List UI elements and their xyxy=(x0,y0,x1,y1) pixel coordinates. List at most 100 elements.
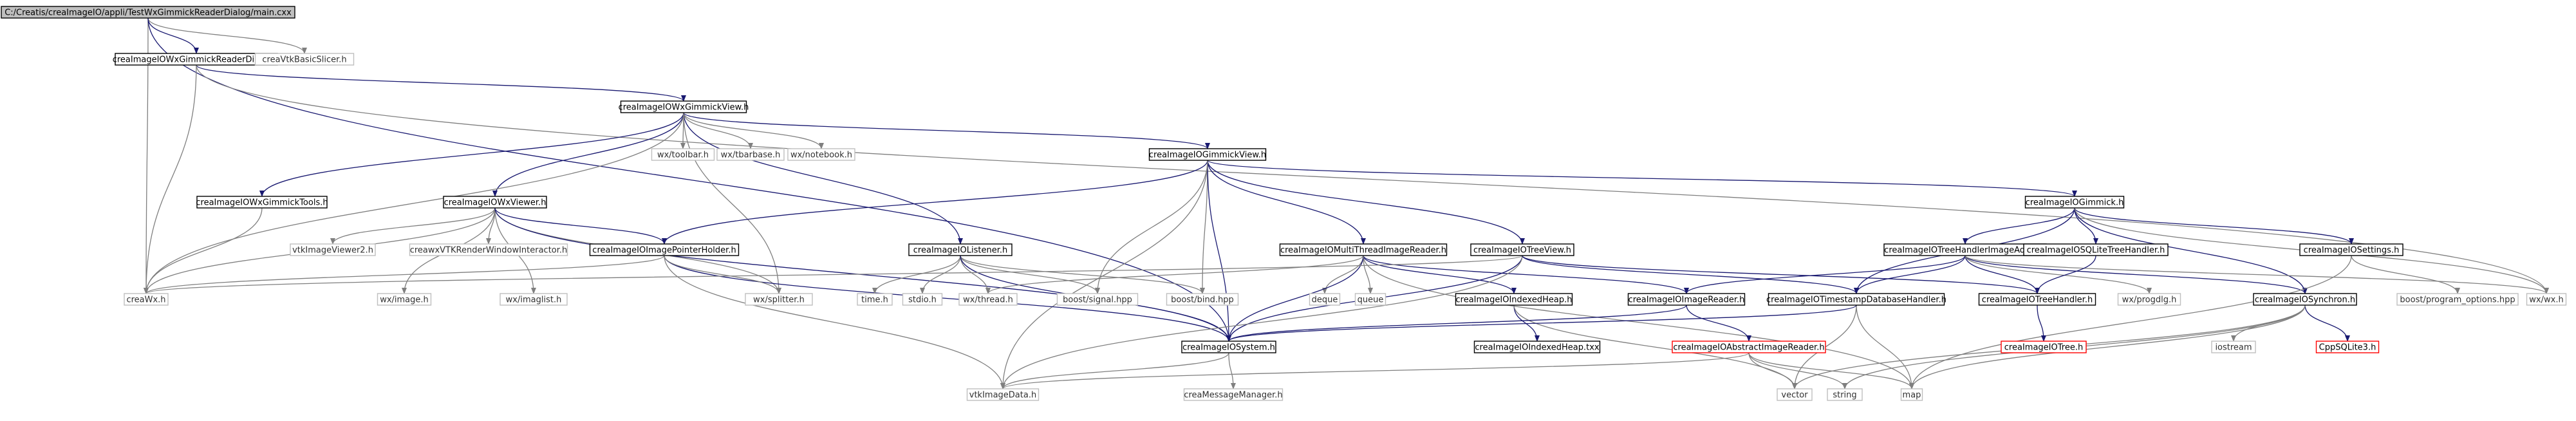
node-synchron[interactable]: creaImageIOSynchron.h xyxy=(2253,293,2357,306)
node-wxgimmicktools[interactable]: creaImageIOWxGimmickTools.h xyxy=(196,196,328,209)
node-box-time xyxy=(857,293,893,306)
node-string: string xyxy=(1827,388,1863,401)
node-box-progdlg xyxy=(2117,293,2181,306)
node-gimmickview[interactable]: creaImageIOGimmickView.h xyxy=(1148,148,1267,161)
node-treehandleradder[interactable]: creaImageIOTreeHandlerImageAdder.h xyxy=(1883,243,2047,256)
node-label-imageviewer2: vtkImageViewer2.h xyxy=(292,246,373,256)
edge-settings-to-map xyxy=(1909,255,2352,389)
node-label-wxgimmickview: creaImageIOWxGimmickView.h xyxy=(619,103,749,113)
node-label-bind: boost/bind.hpp xyxy=(1171,295,1234,305)
node-box-map xyxy=(1900,388,1923,401)
node-box-treeview xyxy=(1470,243,1574,256)
node-label-indexedheaptxx: creaImageIOIndexedHeap.txx xyxy=(1475,343,1600,353)
node-indexedheap[interactable]: creaImageIOIndexedHeap.h xyxy=(1455,293,1573,306)
node-wxgimmickview[interactable]: creaImageIOWxGimmickView.h xyxy=(619,100,749,113)
node-vtkimagedata: vtkImageData.h xyxy=(966,388,1040,401)
edge-main-to-basicslicer xyxy=(147,17,307,54)
node-timestampdb[interactable]: creaImageIOTimestampDatabaseHandler.h xyxy=(1766,293,1946,306)
node-time: time.h xyxy=(857,293,893,306)
node-label-progdlg: wx/progdlg.h xyxy=(2122,295,2177,305)
edge-abstractreader-to-string xyxy=(1748,352,1847,389)
node-label-wximage: wx/image.h xyxy=(380,295,429,305)
edge-multithread-to-imagereader xyxy=(1363,255,1689,294)
node-wxviewer[interactable]: creaImageIOWxViewer.h xyxy=(443,196,547,209)
node-label-dialog_h: creaImageIOWxGimmickReaderDialog.h xyxy=(113,55,281,65)
node-abstractreader[interactable]: creaImageIOAbstractImageReader.h xyxy=(1672,341,1826,353)
node-label-indexedheap: creaImageIOIndexedHeap.h xyxy=(1456,295,1573,305)
node-label-main: C:/Creatis/creaImageIO/appli/TestWxGimmi… xyxy=(5,8,292,18)
edge-timestampdb-to-system xyxy=(1226,304,1857,342)
node-box-basicslicer xyxy=(254,53,355,66)
node-creawx: creaWx.h xyxy=(124,293,169,306)
node-label-vector: vector xyxy=(1781,391,1808,400)
node-label-thread: wx/thread.h xyxy=(963,295,1013,305)
edge-gimmickview-to-system xyxy=(1207,160,1231,342)
node-box-imageviewer2 xyxy=(290,243,376,256)
edge-synchron-to-cppsqlite xyxy=(2304,304,2350,342)
edge-gimmick-to-treehandleradder xyxy=(1963,207,2075,245)
edge-multithread-to-deque xyxy=(1322,255,1364,294)
node-box-wxwx xyxy=(2526,293,2567,306)
edge-listener-to-time xyxy=(872,255,961,294)
node-settings[interactable]: creaImageIOSettings.h xyxy=(2299,243,2403,256)
node-label-treehandler: creaImageIOTreeHandler.h xyxy=(1982,295,2093,305)
node-wximage: wx/image.h xyxy=(377,293,432,306)
node-label-signal: boost/signal.hpp xyxy=(1063,295,1132,305)
edge-treehandleradder-to-wxwx xyxy=(1965,255,2549,294)
node-label-treeview: creaImageIOTreeView.h xyxy=(1473,246,1571,256)
node-box-programoptions xyxy=(2396,293,2519,306)
node-gimmick[interactable]: creaImageIOGimmick.h xyxy=(2024,196,2125,209)
edge-wxgimmickview-to-wxviewer xyxy=(492,112,684,197)
node-box-listener xyxy=(908,243,1013,256)
edge-abstractreader-to-vtkimagedata xyxy=(1000,352,1750,389)
edge-treehandleradder-to-synchron xyxy=(1965,255,2308,294)
node-programoptions: boost/program_options.hpp xyxy=(2396,293,2519,306)
node-pointerholder[interactable]: creaImageIOImagePointerHolder.h xyxy=(589,243,740,256)
node-dialog_h[interactable]: creaImageIOWxGimmickReaderDialog.h xyxy=(113,53,281,66)
node-queue: queue xyxy=(1354,293,1386,306)
node-box-vtkrwi xyxy=(409,243,568,256)
node-main[interactable]: C:/Creatis/creaImageIO/appli/TestWxGimmi… xyxy=(1,6,295,19)
edge-imagereader-to-system xyxy=(1226,304,1687,342)
node-label-deque: deque xyxy=(1312,295,1338,305)
node-toolbar: wx/toolbar.h xyxy=(651,148,715,161)
node-box-vtkimagedata xyxy=(966,388,1040,401)
node-signal: boost/signal.hpp xyxy=(1056,293,1139,306)
node-tree[interactable]: creaImageIOTree.h xyxy=(2001,341,2087,353)
node-thread: wx/thread.h xyxy=(958,293,1018,306)
node-box-settings xyxy=(2299,243,2403,256)
node-label-multithread: creaImageIOMultiThreadImageReader.h xyxy=(1280,246,1446,256)
edge-wxgimmicktools-to-creawx xyxy=(144,207,263,294)
edge-treeview-to-treehandler xyxy=(1522,255,2040,294)
node-tbarbase: wx/tbarbase.h xyxy=(716,148,785,161)
node-progdlg: wx/progdlg.h xyxy=(2117,293,2181,306)
node-imagereader[interactable]: creaImageIOImageReader.h xyxy=(1627,293,1746,306)
node-box-imagereader xyxy=(1627,293,1746,306)
edge-imagereader-to-abstractreader xyxy=(1686,304,1751,342)
node-label-wxviewer: creaImageIOWxViewer.h xyxy=(444,198,546,208)
node-cppsqlite[interactable]: CppSQLite3.h xyxy=(2315,341,2380,353)
node-listener[interactable]: creaImageIOListener.h xyxy=(908,243,1013,256)
edge-treehandleradder-to-imagereader xyxy=(1684,255,1966,294)
node-treeview[interactable]: creaImageIOTreeView.h xyxy=(1470,243,1574,256)
node-sqlitetreehandler[interactable]: creaImageIOSQLiteTreeHandler.h xyxy=(2023,243,2169,256)
node-notebook: wx/notebook.h xyxy=(787,148,855,161)
node-label-system: creaImageIOSystem.h xyxy=(1182,343,1275,353)
edge-pointerholder-to-vtkimagedata xyxy=(664,255,1005,389)
edge-listener-to-signal xyxy=(960,255,1100,294)
edge-abstractreader-to-vector xyxy=(1748,352,1797,389)
node-label-listener: creaImageIOListener.h xyxy=(913,246,1007,256)
node-box-iostream xyxy=(2211,341,2256,353)
node-indexedheaptxx[interactable]: creaImageIOIndexedHeap.txx xyxy=(1473,341,1601,353)
node-label-splitter: wx/splitter.h xyxy=(753,295,805,305)
node-splitter: wx/splitter.h xyxy=(745,293,813,306)
edge-pointerholder-to-creawx xyxy=(144,255,665,294)
edge-main-to-dialog_h xyxy=(147,17,199,54)
dependency-nodes: C:/Creatis/creaImageIO/appli/TestWxGimmi… xyxy=(1,6,2567,401)
edge-dialog_h-to-wxwx xyxy=(196,64,2549,294)
node-treehandler[interactable]: creaImageIOTreeHandler.h xyxy=(1978,293,2096,306)
node-system[interactable]: creaImageIOSystem.h xyxy=(1181,341,1276,353)
node-box-system xyxy=(1181,341,1276,353)
edge-treehandleradder-to-timestampdb xyxy=(1854,255,1966,294)
node-multithread[interactable]: creaImageIOMultiThreadImageReader.h xyxy=(1279,243,1448,256)
